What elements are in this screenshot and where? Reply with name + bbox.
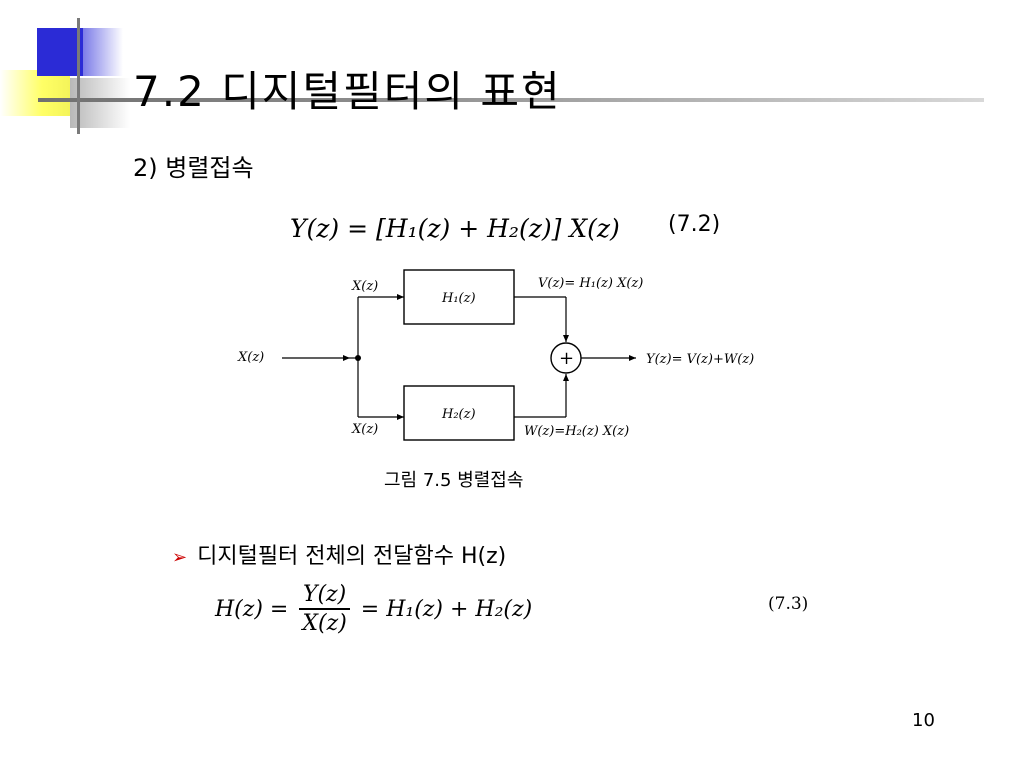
section-subtitle: 2) 병렬접속 (133, 154, 254, 182)
slide-title: 7.2 디지털필터의 표현 (133, 67, 562, 116)
lower-output-label: W(z)=H₂(z) X(z) (524, 424, 629, 439)
gray-deco-square (70, 78, 130, 128)
equation-7-3: H(z) = Y(z) X(z) = H₁(z) + H₂(z) (215, 582, 532, 636)
title-underline (38, 98, 984, 102)
equation-7-3-fraction: Y(z) X(z) (298, 582, 351, 636)
equation-7-3-number: (7.3) (768, 594, 809, 614)
equation-7-3-denominator: X(z) (302, 611, 347, 636)
blue-deco-fade (83, 28, 123, 76)
title-vertical-rule (77, 18, 80, 134)
equation-7-3-numerator: Y(z) (298, 582, 351, 610)
bullet-text: 디지털필터 전체의 전달함수 H(z) (197, 544, 507, 569)
blue-deco-square (37, 28, 83, 76)
figure-caption: 그림 7.5 병렬접속 (384, 470, 524, 491)
equation-7-2: Y(z) = [H₁(z) + H₂(z)] X(z) (290, 214, 620, 243)
upper-output-label: V(z)= H₁(z) X(z) (538, 276, 643, 291)
output-label: Y(z)= V(z)+W(z) (646, 352, 754, 367)
equation-7-3-lhs: H(z) = (215, 596, 289, 622)
block-h2-label: H₂(z) (441, 407, 476, 422)
bullet-arrow-icon: ➢ (172, 547, 188, 568)
input-label: X(z) (237, 350, 264, 365)
bullet-item: ➢ 디지털필터 전체의 전달함수 H(z) (172, 538, 506, 570)
block-h2 (403, 385, 515, 441)
block-h1-label: H₁(z) (441, 291, 476, 306)
equation-7-3-rhs: = H₁(z) + H₂(z) (360, 596, 533, 622)
equation-7-2-number: (7.2) (668, 212, 721, 237)
page-number: 10 (912, 710, 935, 731)
lower-branch-input-label: X(z) (351, 422, 378, 437)
parallel-connection-diagram: X(z) X(z) H₁(z) V(z)= H₁(z) X(z) X(z) H₂… (237, 269, 754, 441)
upper-branch-input-label: X(z) (351, 279, 378, 294)
block-h1 (403, 269, 515, 325)
yellow-deco-square (0, 70, 70, 116)
adder-plus: + (559, 348, 574, 369)
